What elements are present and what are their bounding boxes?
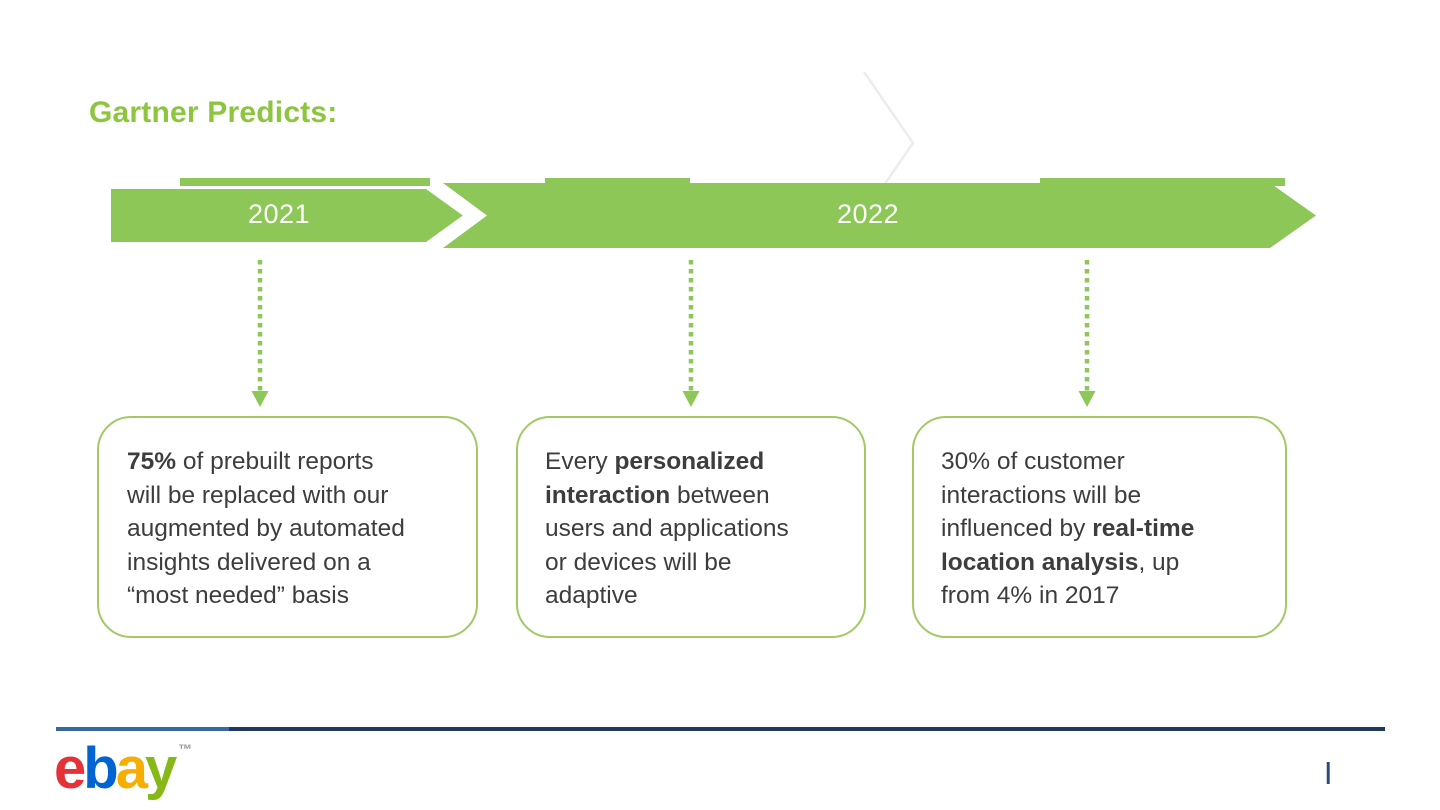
- ebay-logo-letters: ebay: [54, 736, 177, 801]
- prediction-card-2022-b: 30% of customer interactions will be inf…: [912, 416, 1287, 638]
- timeline-label-2022: 2022: [836, 199, 900, 229]
- timeline-top-strip: [545, 178, 690, 186]
- faint-chevron-decoration: [862, 71, 915, 215]
- page-title: Gartner Predicts:: [89, 96, 338, 129]
- timeline-top-strip: [180, 178, 430, 186]
- timeline-label-2021: 2021: [247, 199, 311, 229]
- dotted-arrow-head: [1078, 391, 1096, 407]
- prediction-card-2021: 75% of prebuilt reports will be replaced…: [97, 416, 478, 638]
- dotted-arrow-head: [682, 391, 700, 407]
- page-number-marker: |: [1325, 758, 1332, 784]
- footer-divider-line: [56, 727, 1385, 731]
- dotted-arrow-head: [251, 391, 269, 407]
- trademark-symbol: ™: [178, 740, 193, 757]
- timeline-top-strip: [1040, 178, 1285, 186]
- prediction-card-2022-a: Every personalized interaction between u…: [516, 416, 866, 638]
